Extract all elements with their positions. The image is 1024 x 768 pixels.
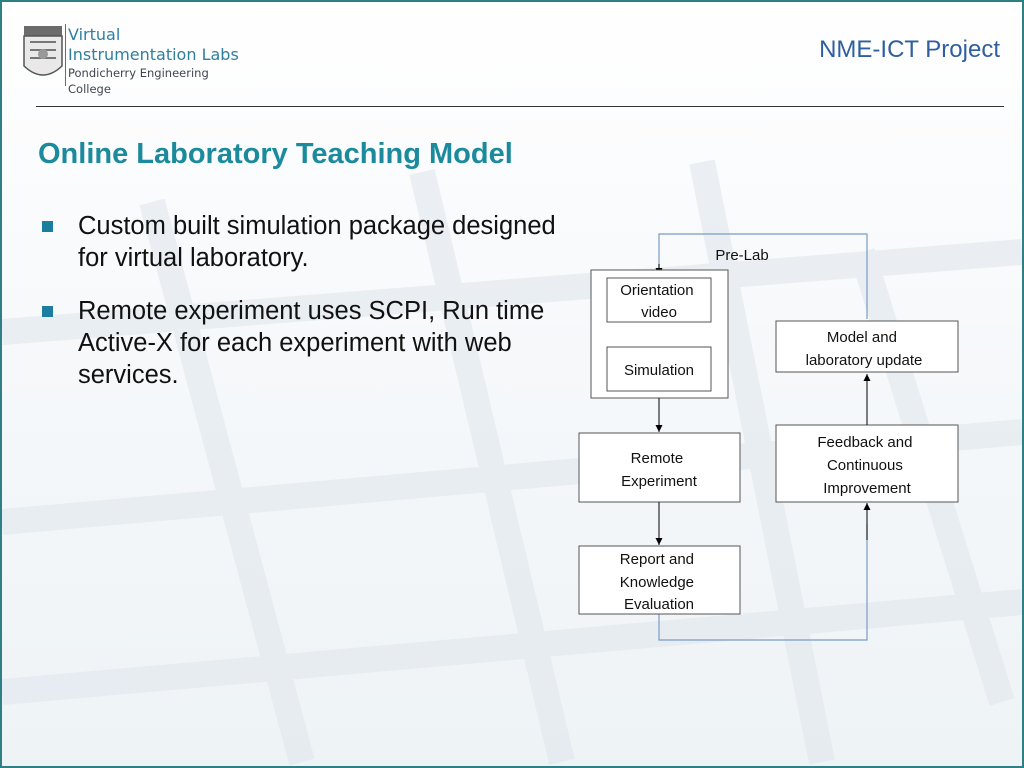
feedback-line-1: Feedback and [817, 434, 912, 451]
feedback-line-2: Continuous [827, 457, 903, 474]
orientation-line-1: Orientation [620, 282, 693, 299]
loop-line [658, 524, 868, 641]
logo-line-instrumentation: Instrumentation Labs [68, 45, 239, 64]
bullet-text: Remote experiment uses SCPI, Run time Ac… [78, 297, 545, 389]
orientation-video-box [606, 277, 712, 323]
bullet-item: Custom built simulation package designed… [42, 210, 572, 274]
report-line-3: Evaluation [624, 596, 694, 613]
model-line-2: laboratory update [806, 352, 923, 369]
teaching-model-diagram: Pre-Lab Orientation video Simulation Rem… [578, 233, 959, 641]
logo-text: Virtual Instrumentation Labs Pondicherry… [68, 25, 252, 97]
orientation-line-2: video [641, 304, 677, 321]
bullet-item: Remote experiment uses SCPI, Run time Ac… [42, 295, 572, 391]
pre-lab-label: Pre-Lab [715, 247, 768, 264]
feedback-label: Feedback and Continuous Improvement [817, 434, 916, 497]
report-evaluation-label: Report and Knowledge Evaluation [620, 551, 698, 613]
feedback-box [775, 424, 959, 503]
model-update-label: Model and laboratory update [806, 329, 923, 369]
model-line-1: Model and [827, 329, 897, 346]
remote-line-2: Experiment [621, 473, 698, 490]
logo-divider [65, 24, 66, 86]
report-line-1: Report and [620, 551, 694, 568]
logo: Virtual Instrumentation Labs Pondicherry… [22, 24, 252, 96]
bullet-list: Custom built simulation package designed… [42, 210, 572, 412]
loop-line-top [658, 233, 868, 319]
square-bullet-icon [42, 306, 53, 317]
header-rule [36, 106, 1004, 107]
square-bullet-icon [42, 221, 53, 232]
bullet-text: Custom built simulation package designed… [78, 212, 556, 272]
remote-experiment-label: Remote Experiment [621, 450, 698, 490]
simulation-label: Simulation [624, 362, 694, 379]
simulation-box [606, 346, 712, 392]
slide-title: Online Laboratory Teaching Model [38, 138, 513, 170]
logo-line-college: Pondicherry Engineering College [68, 66, 209, 96]
remote-experiment-box [578, 432, 741, 503]
college-seal-icon [23, 26, 63, 76]
model-update-box [775, 320, 959, 373]
logo-line-virtual: Virtual [68, 25, 121, 44]
report-evaluation-box [578, 545, 741, 615]
report-line-2: Knowledge [620, 574, 694, 591]
project-name: NME-ICT Project [819, 36, 1000, 63]
orientation-video-label: Orientation video [620, 282, 698, 321]
feedback-line-3: Improvement [823, 480, 911, 497]
remote-line-1: Remote [631, 450, 684, 467]
